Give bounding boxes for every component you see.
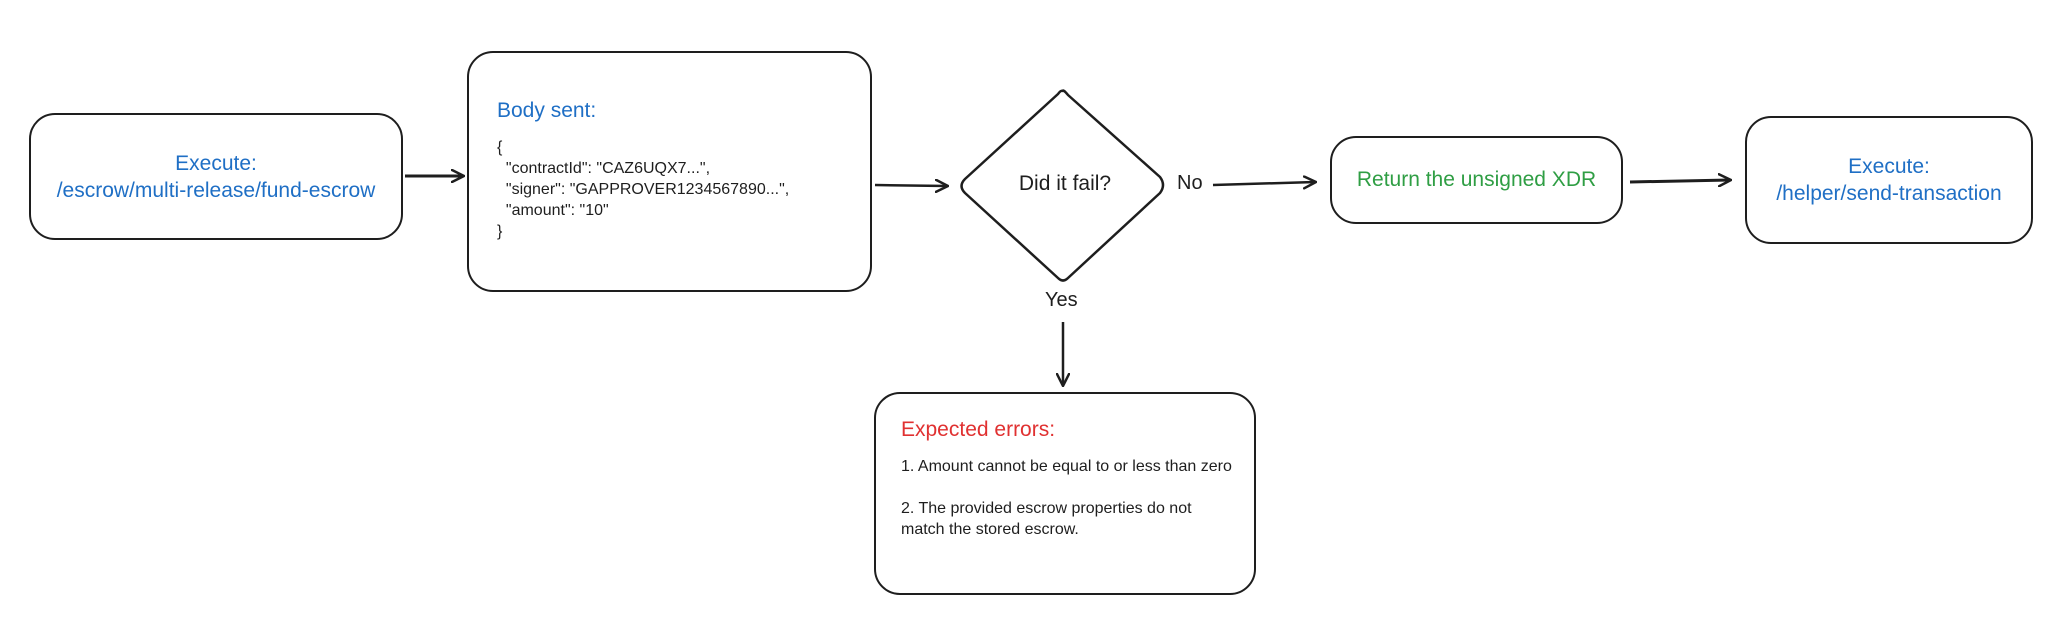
execute-send-line2: /helper/send-transaction <box>1776 182 2002 205</box>
execute-send-transaction-node: Execute: /helper/send-transaction <box>1745 116 2033 244</box>
return-xdr-label: Return the unsigned XDR <box>1356 168 1597 191</box>
execute-send-line1: Execute: <box>1848 155 1930 178</box>
no-edge-label: No <box>1177 172 1203 194</box>
body-line: "contractId": "CAZ6UQX7...", <box>497 160 711 177</box>
return-xdr-node: Return the unsigned XDR <box>1330 136 1623 224</box>
execute-fund-escrow-line1: Execute: <box>175 151 257 175</box>
body-line: "signer": "GAPPROVER1234567890...", <box>497 181 790 198</box>
arrow-no-to-xdr <box>1212 182 1315 185</box>
expected-errors-title: Expected errors: <box>901 418 1056 441</box>
execute-fund-escrow-line2: /escrow/multi-release/fund-escrow <box>56 178 376 202</box>
arrow-body-to-decision <box>874 185 947 186</box>
yes-edge-label: Yes <box>1045 289 1078 311</box>
error-item: 1. Amount cannot be equal to or less tha… <box>901 458 1232 475</box>
body-line: { <box>497 139 503 156</box>
body-sent-node: Body sent: { "contractId": "CAZ6UQX7..."… <box>467 51 872 292</box>
body-line: } <box>497 223 503 240</box>
decision-label: Did it fail? <box>1018 172 1112 195</box>
decision-diamond <box>960 89 1165 282</box>
body-line: "amount": "10" <box>497 202 609 219</box>
error-item: 2. The provided escrow properties do not… <box>901 500 1192 538</box>
expected-errors-node: Expected errors: 1. Amount cannot be equ… <box>874 392 1256 595</box>
execute-fund-escrow-node: Execute: /escrow/multi-release/fund-escr… <box>29 113 403 240</box>
body-sent-title: Body sent: <box>497 99 597 122</box>
arrow-xdr-to-send <box>1629 180 1730 182</box>
